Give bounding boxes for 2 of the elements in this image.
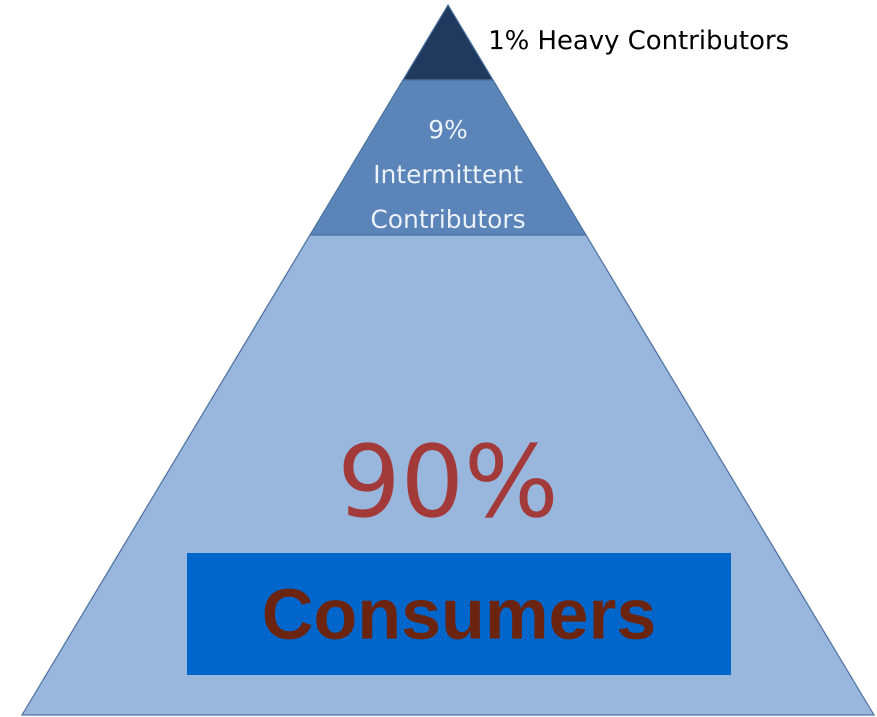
tier-label: 1% Heavy Contributors [491,29,788,55]
label-box: Consumers [187,553,731,675]
